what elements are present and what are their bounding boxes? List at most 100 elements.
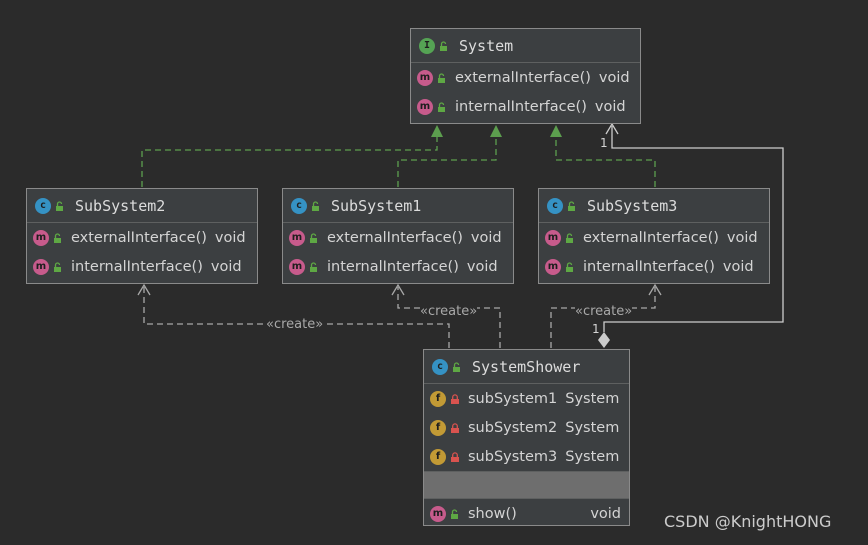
- method-name: internalInterface(): [71, 258, 203, 275]
- implements-line-subsystem2: [141, 136, 438, 187]
- field-type: System: [565, 419, 620, 436]
- method-row[interactable]: m show() void: [424, 499, 629, 528]
- public-visibility-icon: [312, 200, 319, 211]
- method-name: externalInterface(): [455, 69, 591, 86]
- create-label-subsystem3: «create»: [575, 304, 633, 319]
- field-icon: f: [430, 448, 446, 465]
- public-visibility-icon: [566, 232, 573, 243]
- method-row[interactable]: m externalInterface() void: [283, 223, 513, 252]
- method-row[interactable]: m externalInterface() void: [411, 63, 640, 92]
- multiplicity-system: 1: [600, 136, 608, 150]
- implements-line-subsystem1: [397, 136, 497, 187]
- method-icon: m: [417, 69, 433, 86]
- method-name: externalInterface(): [583, 229, 719, 246]
- create-arrowhead-subsystem2: [137, 283, 151, 296]
- field-name: subSystem2: [468, 419, 558, 436]
- create-line-subsystem2: [143, 287, 450, 348]
- field-type: System: [565, 448, 620, 465]
- public-visibility-icon: [568, 200, 575, 211]
- method-row[interactable]: m externalInterface() void: [27, 223, 257, 252]
- field-type: System: [565, 390, 620, 407]
- public-visibility-icon: [566, 261, 573, 272]
- class-name: SubSystem1: [331, 196, 422, 215]
- aggregation-arrowhead: [605, 122, 619, 135]
- class-name: System: [459, 36, 514, 55]
- public-visibility-icon: [310, 261, 317, 272]
- method-name: show(): [468, 505, 517, 522]
- method-name: internalInterface(): [455, 98, 587, 115]
- implements-arrowhead-subsystem1: [490, 125, 502, 137]
- empty-compartment: [424, 471, 629, 499]
- class-box-subsystem2[interactable]: c SubSystem2 m externalInterface() void …: [26, 188, 258, 284]
- method-row[interactable]: m internalInterface() void: [411, 92, 640, 121]
- class-header-subsystem2: c SubSystem2: [27, 189, 257, 223]
- private-lock-icon: [451, 451, 459, 462]
- class-box-system[interactable]: I System m externalInterface() void m in…: [410, 28, 641, 124]
- class-name: SystemShower: [472, 357, 581, 376]
- field-name: subSystem3: [468, 448, 558, 465]
- public-visibility-icon: [438, 72, 445, 83]
- method-icon: m: [289, 229, 305, 246]
- method-type: void: [722, 258, 754, 275]
- public-visibility-icon: [56, 200, 63, 211]
- method-row[interactable]: m internalInterface() void: [27, 252, 257, 281]
- aggregation-line: [603, 126, 784, 332]
- method-icon: m: [430, 505, 446, 522]
- public-visibility-icon: [453, 361, 460, 372]
- class-icon: c: [291, 197, 307, 214]
- field-row[interactable]: f subSystem2 System: [424, 413, 629, 442]
- class-box-subsystem1[interactable]: c SubSystem1 m externalInterface() void …: [282, 188, 514, 284]
- class-name: SubSystem3: [587, 196, 678, 215]
- field-icon: f: [430, 390, 446, 407]
- method-icon: m: [289, 258, 305, 275]
- field-row[interactable]: f subSystem3 System: [424, 442, 629, 471]
- class-icon: c: [547, 197, 563, 214]
- method-type: void: [214, 229, 246, 246]
- interface-icon: I: [419, 37, 435, 54]
- implements-arrowhead-subsystem3: [550, 125, 562, 137]
- implements-line-subsystem3: [555, 136, 656, 187]
- method-name: internalInterface(): [327, 258, 459, 275]
- create-arrowhead-subsystem3: [648, 283, 662, 296]
- method-name: externalInterface(): [71, 229, 207, 246]
- method-icon: m: [545, 258, 561, 275]
- field-name: subSystem1: [468, 390, 558, 407]
- class-header-system: I System: [411, 29, 640, 63]
- method-icon: m: [33, 258, 49, 275]
- field-row[interactable]: f subSystem1 System: [424, 384, 629, 413]
- method-row[interactable]: m externalInterface() void: [539, 223, 769, 252]
- create-label-subsystem1: «create»: [420, 304, 478, 319]
- private-lock-icon: [451, 393, 459, 404]
- class-name: SubSystem2: [75, 196, 166, 215]
- method-type: void: [726, 229, 758, 246]
- class-box-subsystem3[interactable]: c SubSystem3 m externalInterface() void …: [538, 188, 770, 284]
- method-type: void: [470, 229, 502, 246]
- private-lock-icon: [451, 422, 459, 433]
- method-icon: m: [33, 229, 49, 246]
- method-name: externalInterface(): [327, 229, 463, 246]
- method-type: void: [594, 98, 626, 115]
- class-box-systemshower[interactable]: c SystemShower f subSystem1 System f sub…: [423, 349, 630, 526]
- public-visibility-icon: [440, 40, 447, 51]
- create-arrowhead-subsystem1: [391, 283, 405, 296]
- method-type: void: [466, 258, 498, 275]
- public-visibility-icon: [451, 508, 458, 519]
- public-visibility-icon: [54, 261, 61, 272]
- method-icon: m: [417, 98, 433, 115]
- method-row[interactable]: m internalInterface() void: [283, 252, 513, 281]
- class-icon: c: [432, 358, 448, 375]
- method-type: void: [210, 258, 242, 275]
- method-type: void: [590, 505, 621, 522]
- method-type: void: [598, 69, 630, 86]
- method-name: internalInterface(): [583, 258, 715, 275]
- method-icon: m: [545, 229, 561, 246]
- public-visibility-icon: [310, 232, 317, 243]
- create-label-subsystem2: «create»: [266, 317, 324, 332]
- method-row[interactable]: m internalInterface() void: [539, 252, 769, 281]
- public-visibility-icon: [54, 232, 61, 243]
- aggregation-diamond: [598, 332, 610, 348]
- multiplicity-shower: 1: [592, 322, 600, 336]
- implements-arrowhead-subsystem2: [431, 125, 443, 137]
